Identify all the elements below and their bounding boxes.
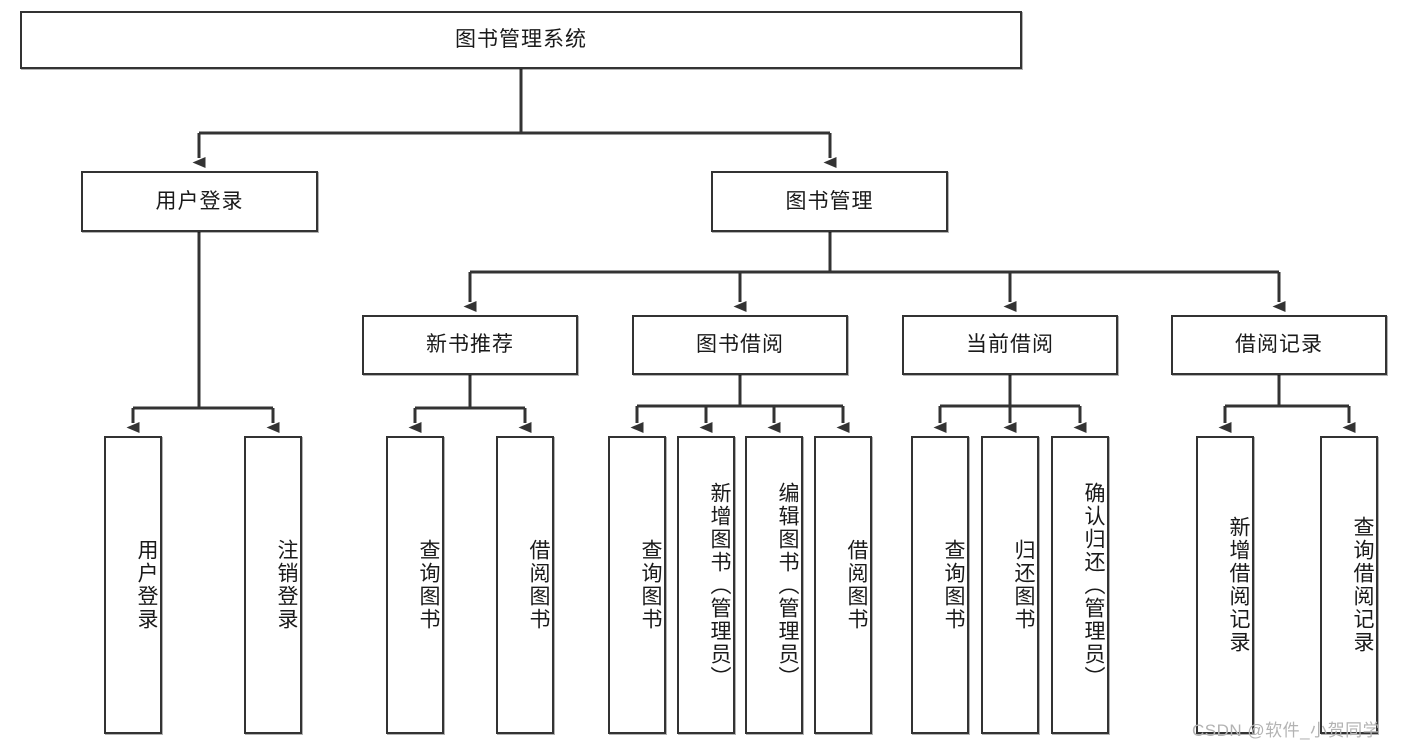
leaf-user-login-login[interactable]: 用户登录	[104, 436, 162, 734]
node-label: 用户登录	[135, 539, 158, 631]
leaf-user-login-logout[interactable]: 注销登录	[244, 436, 302, 734]
node-label: 查询图书	[639, 539, 662, 631]
csdn-watermark: CSDN @软件_小贺同学	[1192, 721, 1381, 740]
node-label: 用户登录	[155, 189, 244, 213]
node-current-borrow[interactable]: 当前借阅	[902, 315, 1118, 375]
node-label: 归还图书	[1012, 539, 1035, 631]
leaf-new-book-query-book[interactable]: 查询图书	[386, 436, 444, 734]
node-label: 图书管理系统	[455, 28, 587, 52]
leaf-current-borrow-confirm-return-admin[interactable]: 确认归还（管理员）	[1051, 436, 1109, 734]
node-label: 新增借阅记录	[1227, 516, 1250, 654]
node-label: 查询图书	[417, 539, 440, 631]
leaf-borrow-record-query-record[interactable]: 查询借阅记录	[1320, 436, 1378, 734]
node-book-management[interactable]: 图书管理	[711, 171, 948, 232]
leaf-book-borrow-edit-book-admin[interactable]: 编辑图书（管理员）	[745, 436, 803, 734]
node-book-borrow[interactable]: 图书借阅	[632, 315, 848, 375]
node-label: 借阅图书	[527, 539, 550, 631]
node-label: 新书推荐	[426, 333, 514, 357]
node-label: 确认归还（管理员）	[1082, 481, 1105, 689]
leaf-current-borrow-return-book[interactable]: 归还图书	[981, 436, 1039, 734]
node-new-book-recommend[interactable]: 新书推荐	[362, 315, 578, 375]
node-label: 借阅记录	[1235, 333, 1323, 357]
node-label: 当前借阅	[966, 333, 1054, 357]
node-user-login[interactable]: 用户登录	[81, 171, 318, 232]
node-root-system[interactable]: 图书管理系统	[20, 11, 1022, 69]
node-label: 图书管理	[785, 189, 874, 213]
leaf-book-borrow-query-book[interactable]: 查询图书	[608, 436, 666, 734]
leaf-current-borrow-query-book[interactable]: 查询图书	[911, 436, 969, 734]
leaf-book-borrow-add-book-admin[interactable]: 新增图书（管理员）	[677, 436, 735, 734]
node-label: 图书借阅	[696, 333, 784, 357]
node-label: 查询图书	[942, 539, 965, 631]
node-label: 编辑图书（管理员）	[776, 481, 799, 689]
node-label: 新增图书（管理员）	[708, 481, 731, 689]
node-label: 借阅图书	[845, 539, 868, 631]
node-label: 查询借阅记录	[1351, 516, 1374, 654]
leaf-new-book-borrow-book[interactable]: 借阅图书	[496, 436, 554, 734]
node-borrow-record[interactable]: 借阅记录	[1171, 315, 1387, 375]
node-label: 注销登录	[275, 539, 298, 631]
leaf-borrow-record-add-record[interactable]: 新增借阅记录	[1196, 436, 1254, 734]
leaf-book-borrow-borrow-book[interactable]: 借阅图书	[814, 436, 872, 734]
